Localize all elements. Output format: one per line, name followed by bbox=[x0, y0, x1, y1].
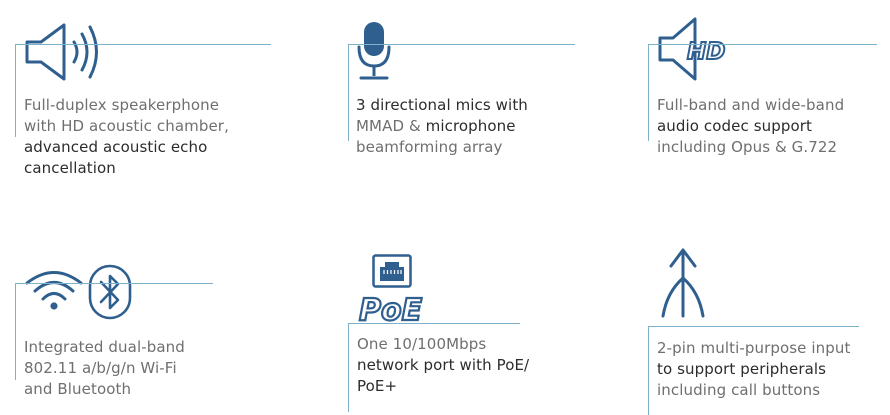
emphasized-text: audio codec support bbox=[657, 117, 813, 135]
section-bracket bbox=[648, 44, 877, 141]
regular-text: and Bluetooth bbox=[24, 380, 132, 398]
description-line: 2-pin multi-purpose input bbox=[657, 338, 850, 359]
description-line: audio codec support bbox=[657, 116, 844, 137]
regular-text: 2-pin multi-purpose input bbox=[657, 339, 851, 357]
description-line: cancellation bbox=[24, 158, 229, 179]
regular-text: 802.11 a/b/g/n Wi-Fi bbox=[24, 359, 177, 377]
description-line: including call buttons bbox=[657, 380, 850, 401]
emphasized-text: cancellation bbox=[24, 159, 116, 177]
regular-text: with HD acoustic chamber, bbox=[24, 117, 229, 135]
section-bracket bbox=[15, 283, 213, 380]
section-bracket bbox=[348, 44, 575, 141]
emphasized-text: microphone bbox=[425, 117, 516, 135]
regular-text: One 10/100Mbps bbox=[357, 335, 487, 353]
poe-icon: PoE bbox=[357, 290, 427, 329]
regular-text: including call buttons bbox=[657, 381, 821, 399]
regular-text: Full-band and wide-band bbox=[657, 96, 845, 114]
feature-description: One 10/100Mbps network port with PoE/PoE+ bbox=[357, 334, 529, 397]
feature-audio-codec: HD Full-band and wide-band audio codec su… bbox=[600, 0, 890, 200]
emphasized-text: advanced acoustic echo bbox=[24, 138, 208, 156]
regular-text: Integrated dual-band bbox=[24, 338, 185, 356]
feature-multipurpose-input: 2-pin multi-purpose input to support peri… bbox=[600, 210, 890, 415]
regular-text: beamforming array bbox=[356, 138, 503, 156]
emphasized-text: PoE+ bbox=[357, 377, 398, 395]
wifi-icon bbox=[24, 268, 84, 312]
description-line: Integrated dual-band bbox=[24, 337, 185, 358]
description-line: network port with PoE/ bbox=[357, 355, 529, 376]
description-line: PoE+ bbox=[357, 376, 529, 397]
regular-text: MMAD & bbox=[356, 117, 426, 135]
feature-wireless: Integrated dual-band 802.11 a/b/g/n Wi-Fi… bbox=[0, 210, 300, 412]
section-bracket bbox=[348, 323, 520, 412]
feature-description: Integrated dual-band 802.11 a/b/g/n Wi-Fi… bbox=[24, 337, 185, 400]
ethernet-port-icon bbox=[372, 254, 412, 288]
bluetooth-icon bbox=[88, 264, 132, 320]
section-bracket bbox=[648, 326, 859, 415]
regular-text: Full-duplex speakerphone bbox=[24, 96, 220, 114]
splitter-arrow-icon bbox=[657, 248, 709, 320]
emphasized-text: 3 directional mics with bbox=[356, 96, 528, 114]
hd-speaker-icon: HD bbox=[657, 16, 737, 82]
description-line: One 10/100Mbps bbox=[357, 334, 529, 355]
description-line: advanced acoustic echo bbox=[24, 137, 229, 158]
description-line: 3 directional mics with bbox=[356, 95, 528, 116]
feature-description: 2-pin multi-purpose input to support peri… bbox=[657, 338, 850, 401]
feature-speakerphone: Full-duplex speakerphone with HD acoustic… bbox=[0, 0, 300, 200]
description-line: Full-band and wide-band bbox=[657, 95, 844, 116]
section-bracket bbox=[15, 44, 271, 137]
description-line: MMAD & microphone bbox=[356, 116, 528, 137]
regular-text: including Opus & G.722 bbox=[657, 138, 838, 156]
feature-description: Full-duplex speakerphone with HD acoustic… bbox=[24, 95, 229, 179]
svg-text:PoE: PoE bbox=[359, 293, 423, 328]
description-line: Full-duplex speakerphone bbox=[24, 95, 229, 116]
description-line: including Opus & G.722 bbox=[657, 137, 844, 158]
emphasized-text: to support peripherals bbox=[657, 360, 827, 378]
speaker-waves-icon bbox=[24, 22, 104, 84]
description-line: and Bluetooth bbox=[24, 379, 185, 400]
emphasized-text: network port with PoE/ bbox=[357, 356, 530, 374]
description-line: with HD acoustic chamber, bbox=[24, 116, 229, 137]
description-line: beamforming array bbox=[356, 137, 528, 158]
description-line: 802.11 a/b/g/n Wi-Fi bbox=[24, 358, 185, 379]
feature-description: Full-band and wide-band audio codec suppo… bbox=[657, 95, 844, 158]
description-line: to support peripherals bbox=[657, 359, 850, 380]
microphone-icon bbox=[356, 20, 392, 82]
feature-network-port: PoE One 10/100Mbps network port with PoE/… bbox=[300, 210, 600, 412]
hd-label: HD bbox=[687, 39, 725, 65]
